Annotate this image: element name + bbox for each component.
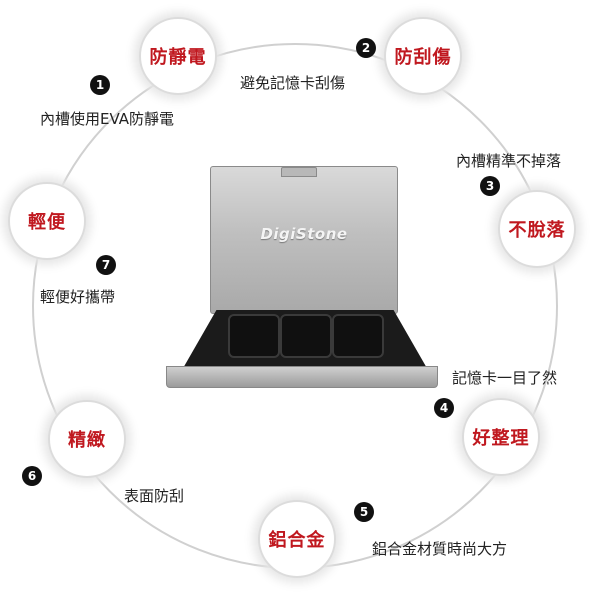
case-lid: DigiStone [210, 166, 398, 314]
feature-desc-aluminum: 鋁合金材質時尚大方 [372, 540, 508, 558]
card-slot [332, 314, 384, 358]
feature-number-4: 4 [434, 398, 454, 418]
card-slot [280, 314, 332, 358]
feature-bubble-lightweight: 輕便 [8, 182, 86, 260]
feature-desc-lightweight: 輕便好攜帶 [40, 288, 116, 306]
product-image-card-case: DigiStone [166, 160, 438, 388]
feature-desc-no-fall: 內槽精準不掉落 [456, 152, 562, 170]
brand-logo: DigiStone [260, 225, 348, 243]
feature-bubble-no-fall: 不脫落 [498, 190, 576, 268]
feature-number-3: 3 [480, 176, 500, 196]
lid-tab [281, 167, 317, 177]
feature-number-5: 5 [354, 502, 374, 522]
feature-desc-anti-scratch: 避免記憶卡刮傷 [240, 74, 346, 92]
feature-bubble-aluminum: 鋁合金 [258, 500, 336, 578]
feature-bubble-refined: 精緻 [48, 400, 126, 478]
feature-number-6: 6 [22, 466, 42, 486]
feature-desc-anti-static: 內槽使用EVA防靜電 [40, 110, 175, 128]
feature-bubble-organize: 好整理 [462, 398, 540, 476]
feature-number-1: 1 [90, 75, 110, 95]
feature-number-7: 7 [96, 255, 116, 275]
case-base [166, 366, 438, 388]
feature-desc-refined: 表面防刮 [124, 487, 185, 505]
feature-bubble-anti-static: 防靜電 [139, 17, 217, 95]
feature-desc-organize: 記憶卡一目了然 [452, 369, 558, 387]
feature-number-2: 2 [356, 38, 376, 58]
feature-bubble-anti-scratch: 防刮傷 [384, 17, 462, 95]
card-slot [228, 314, 280, 358]
